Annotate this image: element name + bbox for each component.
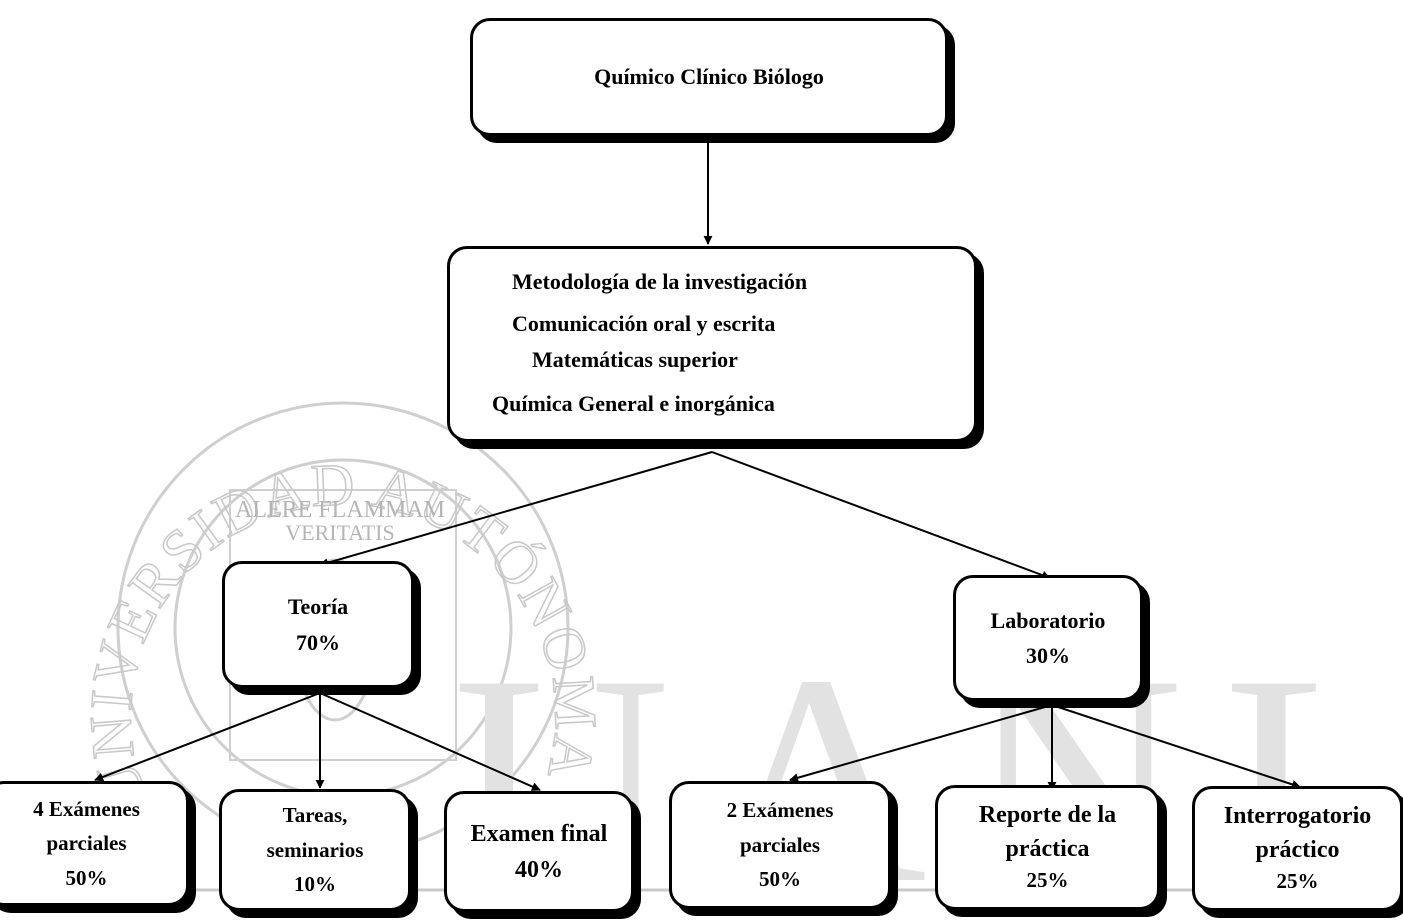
node-percent: 40% bbox=[515, 856, 563, 883]
node-line: práctica bbox=[1005, 835, 1090, 862]
node-line: parciales bbox=[46, 831, 127, 856]
lab-oral-node: Interrogatorio práctico 25% bbox=[1192, 786, 1403, 911]
arrow-theory-to-exams bbox=[94, 692, 321, 782]
theory-percent: 70% bbox=[296, 629, 340, 655]
subject-item: Química General e inorgánica bbox=[492, 391, 775, 416]
subject-item: Comunicación oral y escrita bbox=[512, 311, 776, 336]
theory-node: Teoría 70% bbox=[222, 561, 414, 688]
node-percent: 50% bbox=[65, 865, 108, 890]
lab-node: Laboratorio 30% bbox=[953, 575, 1143, 701]
node-line: parciales bbox=[739, 832, 821, 857]
node-line: Reporte de la bbox=[978, 802, 1117, 829]
theory-tasks-node: Tareas, seminarios 10% bbox=[219, 789, 411, 911]
arrow-subjects-to-theory bbox=[319, 451, 713, 568]
root-label: Químico Clínico Biólogo bbox=[594, 64, 824, 90]
node-line: práctico bbox=[1255, 836, 1340, 863]
node-line: 4 Exámenes bbox=[33, 796, 140, 821]
lab-percent: 30% bbox=[1026, 643, 1070, 668]
subject-item: Metodología de la investigación bbox=[512, 269, 808, 294]
node-percent: 25% bbox=[1026, 868, 1069, 893]
lab-exams-node: 2 Exámenes parciales 50% bbox=[669, 781, 891, 909]
arrow-theory-to-final bbox=[319, 692, 541, 791]
node-line: Examen final bbox=[470, 820, 608, 847]
node-percent: 50% bbox=[759, 867, 801, 892]
root-node: Químico Clínico Biólogo bbox=[470, 18, 948, 136]
theory-final-node: Examen final 40% bbox=[444, 791, 634, 912]
arrow-lab-to-exams bbox=[789, 704, 1053, 783]
node-line: Tareas, bbox=[282, 803, 348, 828]
node-line: seminarios bbox=[266, 837, 364, 862]
node-line: 2 Exámenes bbox=[726, 798, 834, 823]
arrow-subjects-to-lab bbox=[711, 451, 1051, 580]
lab-report-node: Reporte de la práctica 25% bbox=[935, 785, 1160, 910]
subjects-node: Metodología de la investigación Comunica… bbox=[447, 246, 977, 442]
seal-motto-1: ALERE FLAMMAM bbox=[235, 497, 445, 523]
theory-label: Teoría bbox=[287, 594, 349, 620]
node-percent: 25% bbox=[1276, 869, 1319, 894]
node-line: Interrogatorio bbox=[1223, 803, 1372, 830]
theory-exams-node: 4 Exámenes parciales 50% bbox=[0, 781, 189, 906]
seal-motto-2: VERITATIS bbox=[285, 520, 394, 545]
lab-label: Laboratorio bbox=[990, 607, 1106, 633]
subject-item: Matemáticas superior bbox=[532, 347, 738, 372]
arrow-lab-to-oral bbox=[1051, 704, 1301, 789]
node-percent: 10% bbox=[294, 872, 336, 897]
